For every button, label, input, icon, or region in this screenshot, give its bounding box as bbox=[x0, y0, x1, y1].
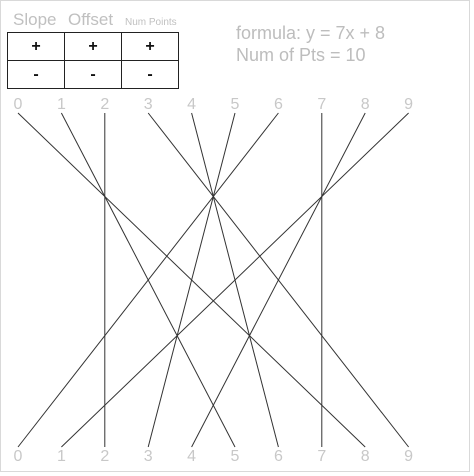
bottom-number: 9 bbox=[404, 448, 413, 465]
top-number: 6 bbox=[274, 96, 283, 113]
bottom-number: 7 bbox=[317, 448, 326, 465]
top-number: 1 bbox=[57, 96, 66, 113]
mapping-lines bbox=[17, 112, 409, 448]
num-points-minus-button[interactable]: - bbox=[121, 60, 179, 89]
bottom-number: 5 bbox=[231, 448, 240, 465]
slope-label: Slope bbox=[13, 10, 57, 29]
num-points-plus-button[interactable]: + bbox=[121, 32, 179, 61]
mapping-line bbox=[61, 112, 409, 448]
bottom-number: 2 bbox=[100, 448, 109, 465]
num-points-text: Num of Pts = 10 bbox=[236, 45, 366, 65]
top-number: 9 bbox=[404, 96, 413, 113]
top-number: 5 bbox=[231, 96, 240, 113]
top-number: 8 bbox=[361, 96, 370, 113]
offset-label: Offset bbox=[68, 10, 114, 29]
control-buttons: + + + - - - bbox=[7, 32, 179, 89]
formula-text: formula: y = 7x + 8 bbox=[236, 23, 386, 43]
top-number: 0 bbox=[14, 96, 23, 113]
bottom-number: 8 bbox=[361, 448, 370, 465]
bottom-number: 4 bbox=[187, 448, 196, 465]
slope-minus-button[interactable]: - bbox=[7, 60, 65, 89]
top-number: 3 bbox=[144, 96, 153, 113]
top-number: 4 bbox=[187, 96, 196, 113]
offset-minus-button[interactable]: - bbox=[64, 60, 122, 89]
mapping-line bbox=[147, 112, 236, 448]
bottom-number: 3 bbox=[144, 448, 153, 465]
num-points-label: Num Points bbox=[125, 17, 177, 28]
top-number: 7 bbox=[317, 96, 326, 113]
bottom-number-row: 0 1 2 3 4 5 6 7 8 9 bbox=[14, 448, 414, 465]
bottom-number: 1 bbox=[57, 448, 66, 465]
mapping-line bbox=[191, 112, 366, 448]
bottom-number: 0 bbox=[14, 448, 23, 465]
mapping-line bbox=[17, 112, 279, 448]
top-number: 2 bbox=[100, 96, 109, 113]
top-number-row: 0 1 2 3 4 5 6 7 8 9 bbox=[14, 96, 414, 113]
bottom-number: 6 bbox=[274, 448, 283, 465]
